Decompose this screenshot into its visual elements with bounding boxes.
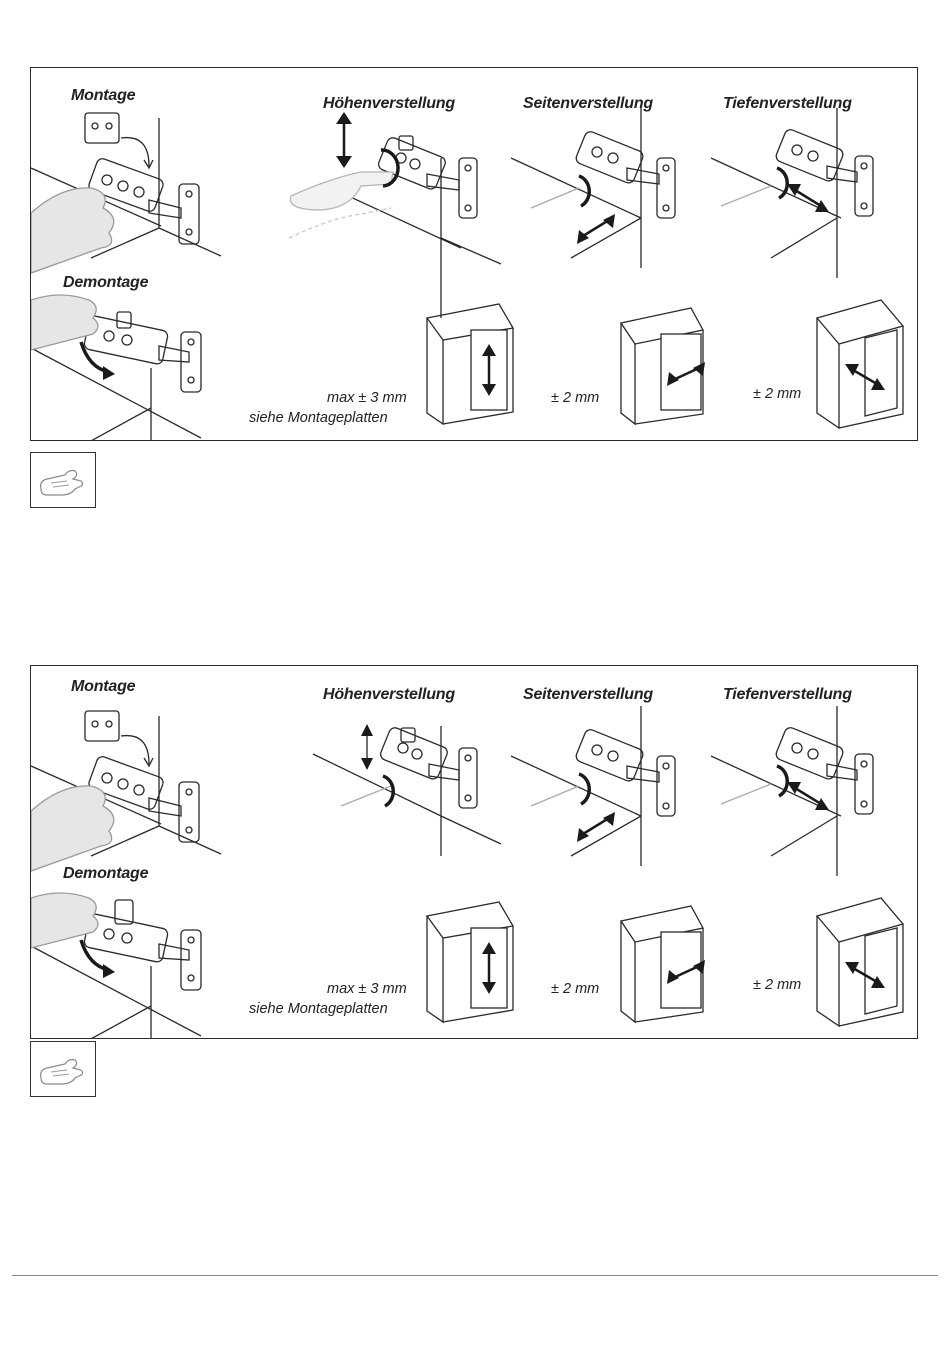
side-rotate-arc bbox=[579, 176, 589, 206]
dim-side: ± 2 mm bbox=[551, 390, 599, 406]
label-tiefenverstellung: Tiefenverstellung bbox=[723, 686, 852, 704]
note-box-1 bbox=[30, 452, 96, 508]
depth-arrow bbox=[787, 184, 829, 212]
hand-montage bbox=[31, 188, 114, 273]
hinge-adjustment-panel-1: Montage Demontage Höhenverstellung Seite… bbox=[30, 67, 918, 441]
cabinet-side bbox=[621, 906, 703, 1022]
label-montage: Montage bbox=[71, 678, 135, 696]
depth-scene bbox=[711, 706, 873, 876]
note-box-2 bbox=[30, 1041, 96, 1097]
dim-height: max ± 3 mm bbox=[327, 390, 407, 406]
side-scene bbox=[511, 706, 675, 866]
depth-scene bbox=[711, 108, 873, 278]
side-arrow bbox=[577, 812, 615, 842]
hand-height bbox=[290, 172, 393, 210]
label-hoehenverstellung: Höhenverstellung bbox=[323, 686, 455, 704]
hand-pointing-icon bbox=[31, 1042, 95, 1096]
depth-rotate-arc bbox=[777, 766, 787, 796]
cabinet-depth bbox=[817, 300, 903, 428]
label-tiefenverstellung: Tiefenverstellung bbox=[723, 95, 852, 113]
hand-montage bbox=[31, 786, 114, 871]
height-scene bbox=[331, 136, 501, 318]
label-demontage: Demontage bbox=[63, 865, 148, 883]
cabinet-depth bbox=[817, 898, 903, 1026]
side-arrow bbox=[577, 214, 615, 244]
hand-demontage bbox=[31, 893, 98, 948]
dim-depth: ± 2 mm bbox=[753, 977, 801, 993]
height-scene bbox=[313, 726, 501, 856]
dim-height-note: siehe Montageplatten bbox=[249, 1001, 388, 1017]
side-rotate-arc bbox=[579, 774, 589, 804]
label-demontage: Demontage bbox=[63, 274, 148, 292]
hand-demontage bbox=[31, 295, 98, 350]
hinge-adjustment-panel-2: Montage Demontage Höhenverstellung Seite… bbox=[30, 665, 918, 1039]
hand-pointing-icon bbox=[31, 453, 95, 507]
label-seitenverstellung: Seitenverstellung bbox=[523, 95, 653, 113]
dim-height-note: siehe Montageplatten bbox=[249, 410, 388, 426]
label-hoehenverstellung: Höhenverstellung bbox=[323, 95, 455, 113]
dim-height: max ± 3 mm bbox=[327, 981, 407, 997]
cabinet-height bbox=[427, 304, 513, 424]
cabinet-height bbox=[427, 902, 513, 1022]
depth-arrow bbox=[787, 782, 829, 810]
dim-depth: ± 2 mm bbox=[753, 386, 801, 402]
depth-rotate-arc bbox=[777, 168, 787, 198]
label-montage: Montage bbox=[71, 87, 135, 105]
height-arrow bbox=[336, 112, 352, 168]
footer-divider bbox=[12, 1275, 938, 1276]
dim-side: ± 2 mm bbox=[551, 981, 599, 997]
height-arrow bbox=[361, 724, 373, 770]
label-seitenverstellung: Seitenverstellung bbox=[523, 686, 653, 704]
cabinet-side bbox=[621, 308, 703, 424]
side-scene bbox=[511, 108, 675, 268]
